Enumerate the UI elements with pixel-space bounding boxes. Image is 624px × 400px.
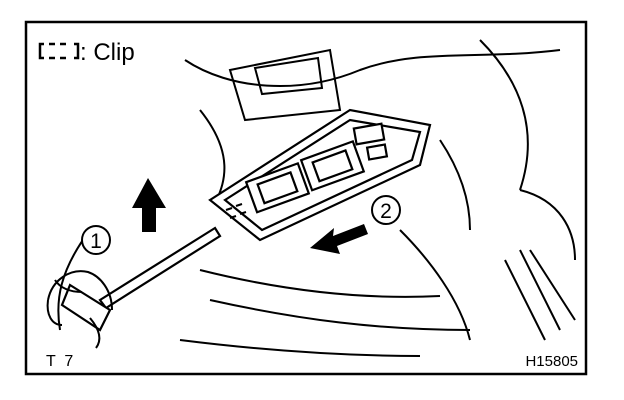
callout-2: 2: [371, 195, 401, 225]
door-trim-panel: [57, 39, 576, 357]
figure-id: H15805: [525, 353, 578, 370]
dashed-bracket-icon: [38, 42, 80, 60]
callout-1: 1: [81, 225, 111, 255]
clip-legend: : Clip: [38, 39, 135, 66]
callout-1-number: 1: [90, 230, 102, 253]
screwdriver: [60, 226, 222, 332]
lift-arrow-icon: [132, 178, 166, 232]
clip-legend-text: : Clip: [80, 39, 135, 66]
hand: [46, 270, 113, 349]
pull-arrow-icon: [310, 224, 368, 254]
corner-code: T 7: [46, 353, 73, 370]
power-window-switch: [208, 108, 432, 242]
callout-2-number: 2: [380, 200, 392, 223]
